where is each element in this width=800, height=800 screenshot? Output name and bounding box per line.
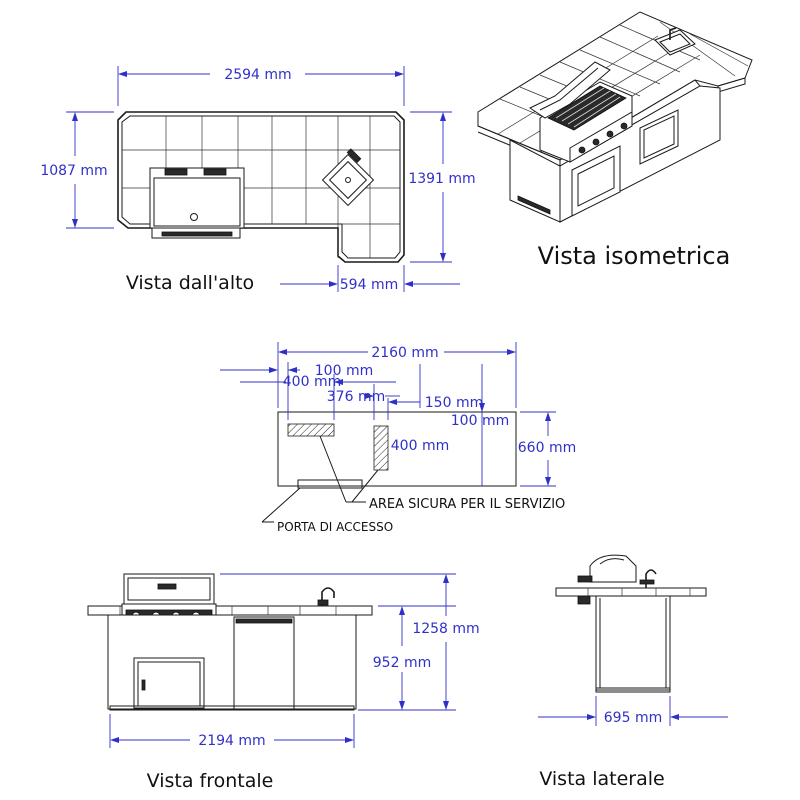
side-countertop [555, 587, 707, 597]
dim-plan-width: 2160 mm [371, 345, 438, 361]
plan-outline [277, 411, 517, 487]
dim-top-width: 2594 mm [224, 67, 291, 83]
front-view-title: Vista frontale [147, 770, 274, 792]
top-view-outline [117, 111, 405, 263]
front-faucet [321, 587, 335, 606]
plan-access-door [297, 479, 363, 489]
dim-plan-depth: 660 mm [518, 440, 576, 456]
side-dims: 695 mm [538, 696, 728, 726]
dim-plan-100a: 100 mm [315, 363, 373, 379]
front-view: 1258 mm 952 mm 2194 mm Vista frontale [87, 573, 480, 792]
plan-service-area-2 [373, 425, 389, 471]
iso-storage-door [571, 145, 621, 217]
dim-side-depth: 695 mm [604, 710, 662, 726]
front-storage-door [133, 657, 205, 709]
isometric-view: Vista isometrica [477, 11, 753, 270]
front-fridge [233, 616, 295, 710]
side-base [595, 595, 671, 691]
top-view-grill [149, 167, 245, 239]
dim-top-depth: 1087 mm [40, 163, 107, 179]
access-door-note: PORTA DI ACCESSO [277, 520, 393, 534]
top-view: 2594 mm 1087 mm 1391 mm 594 mm Vista dal… [40, 66, 476, 294]
side-grill [589, 554, 637, 583]
dim-plan-400b: 400 mm [391, 438, 449, 454]
side-view-title: Vista laterale [539, 768, 664, 790]
side-faucet [645, 569, 657, 588]
dim-plan-376: 376 mm [327, 389, 385, 405]
plan-dims: 2160 mm 100 mm 400 mm 376 mm 150 mm 100 [220, 342, 576, 487]
plan-service-area-1 [287, 423, 335, 437]
dim-top-depth-total: 1391 mm [408, 171, 475, 187]
iso-grill [528, 61, 633, 163]
top-view-title: Vista dall'alto [126, 272, 254, 294]
top-view-sink [321, 148, 375, 207]
service-area-note: AREA SICURA PER IL SERVIZIO [369, 497, 565, 512]
iso-fridge-door [639, 109, 679, 165]
plan-view: AREA SICURA PER IL SERVIZIO PORTA DI ACC… [220, 342, 576, 534]
front-dims: 1258 mm 952 mm 2194 mm [109, 573, 480, 749]
dim-plan-150: 150 mm [425, 395, 483, 411]
top-view-dims: 2594 mm 1087 mm 1391 mm 594 mm [40, 66, 476, 293]
iso-sink [654, 29, 696, 56]
iso-view-title: Vista isometrica [538, 242, 731, 270]
dim-plan-400a: 400 mm [283, 374, 341, 390]
dim-plan-100b: 100 mm [451, 413, 509, 429]
dim-front-counter: 952 mm [373, 655, 431, 671]
side-view: 695 mm Vista laterale [538, 554, 728, 790]
dim-top-return: 594 mm [340, 277, 398, 293]
dim-front-width: 2194 mm [198, 733, 265, 749]
dim-front-height: 1258 mm [412, 621, 479, 637]
